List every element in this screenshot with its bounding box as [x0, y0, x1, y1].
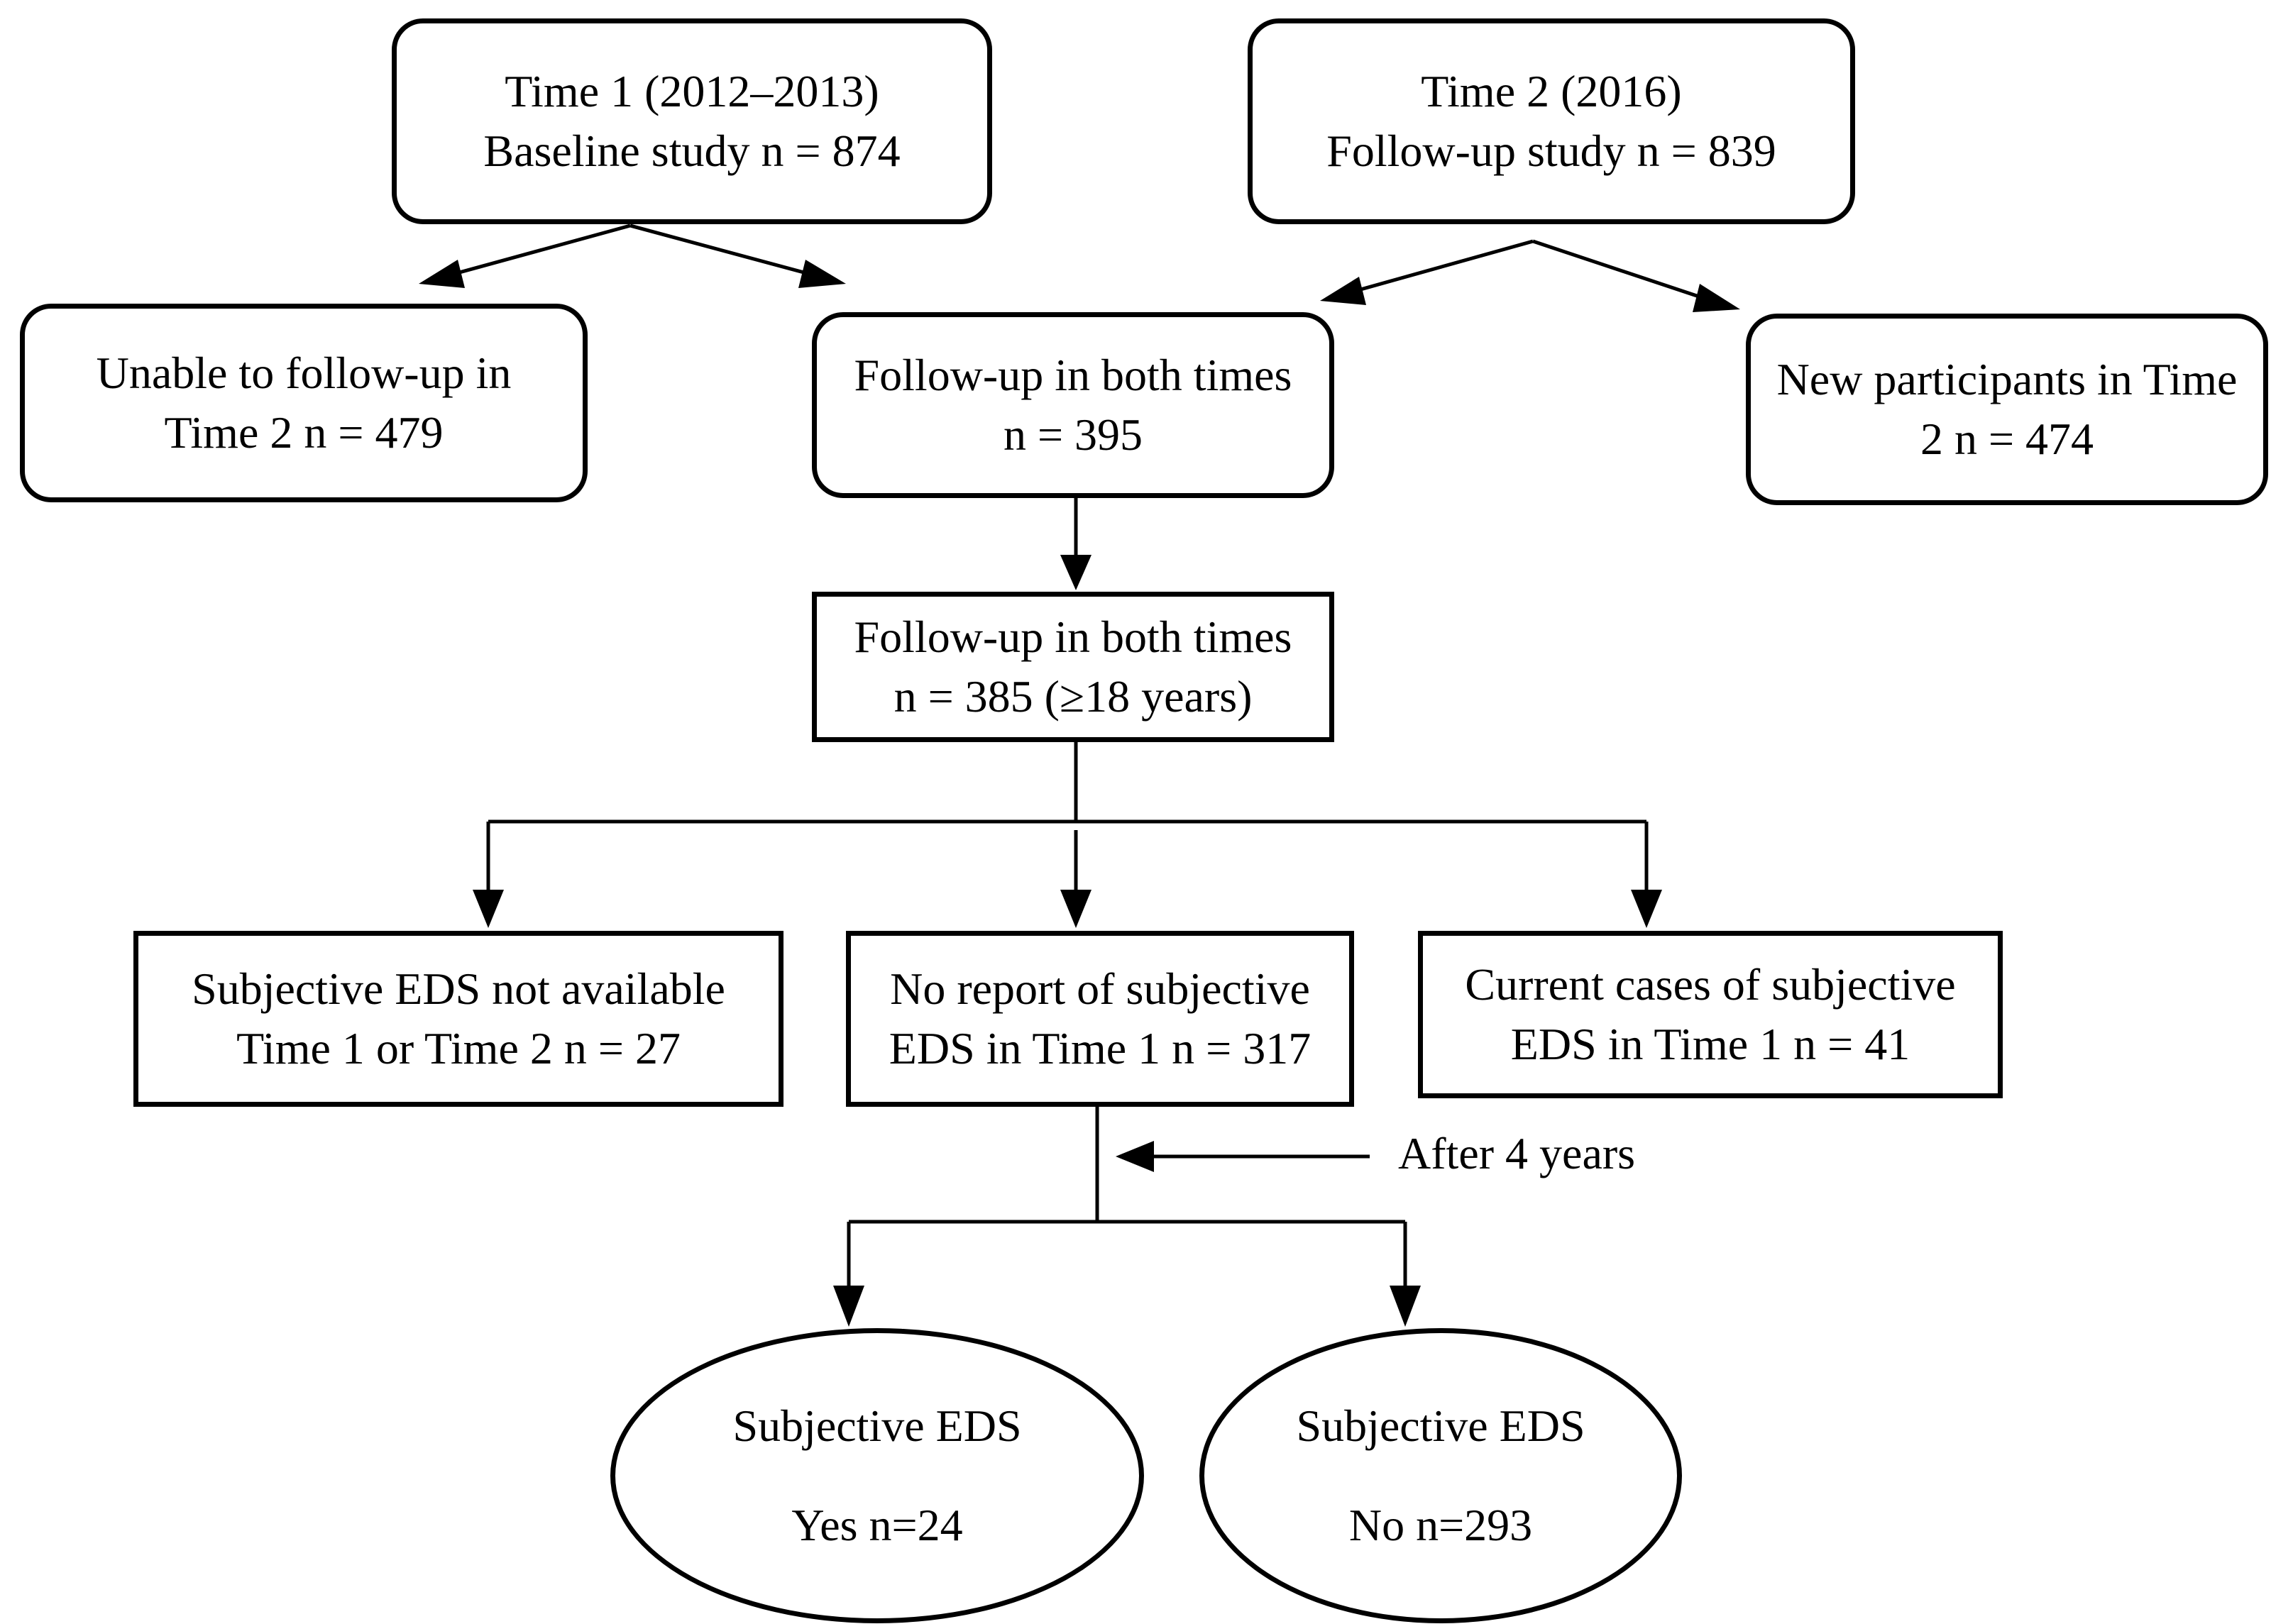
time1-line1: Time 1 (2012–2013): [505, 66, 879, 116]
after-years-label: After 4 years: [1398, 1128, 1636, 1178]
eds-yes-line1: Subjective EDS: [732, 1401, 1022, 1451]
arrowhead-unable: [419, 260, 465, 288]
not-available-line1: Subjective EDS not available: [192, 963, 725, 1014]
no-report-eds-box: No report of subjective EDS in Time 1 n …: [846, 931, 1354, 1107]
followup-both-line2: n = 395: [1003, 409, 1143, 460]
arrowhead-adults: [1060, 555, 1091, 590]
followup-adults-line2: n = 385 (≥18 years): [893, 671, 1253, 722]
connector-time2-to-followup: [1355, 239, 1534, 293]
current-cases-line2: EDS in Time 1 n = 41: [1510, 1019, 1910, 1069]
eds-yes-line2: Yes n=24: [791, 1500, 963, 1550]
arrowhead-followup: [798, 260, 846, 288]
current-cases-box: Current cases of subjective EDS in Time …: [1418, 931, 2003, 1098]
connector-time1-to-followup: [629, 223, 810, 276]
arrowhead-after-years: [1116, 1141, 1154, 1172]
time2-box: Time 2 (2016) Follow-up study n = 839: [1248, 18, 1855, 224]
connector-time1-to-unable: [453, 223, 631, 276]
no-report-line2: EDS in Time 1 n = 317: [889, 1023, 1312, 1073]
time1-box: Time 1 (2012–2013) Baseline study n = 87…: [392, 18, 992, 224]
time2-line1: Time 2 (2016): [1421, 66, 1682, 116]
new-participants-line1: New participants in Time: [1776, 354, 2238, 404]
eds-yes-ellipse: Subjective EDS Yes n=24: [610, 1328, 1144, 1623]
followup-adults-line1: Follow-up in both times: [854, 612, 1292, 662]
followup-adults-box: Follow-up in both times n = 385 (≥18 yea…: [812, 592, 1334, 742]
not-available-line2: Time 1 or Time 2 n = 27: [236, 1023, 681, 1073]
unable-line1: Unable to follow-up in: [96, 348, 512, 398]
arrowhead-followup-from-time2: [1320, 277, 1366, 305]
arrowhead-no-report: [1060, 890, 1091, 928]
arrowhead-current-cases: [1631, 890, 1662, 928]
eds-not-available-box: Subjective EDS not available Time 1 or T…: [133, 931, 783, 1107]
new-participants-box: New participants in Time 2 n = 474: [1746, 314, 2268, 505]
current-cases-line1: Current cases of subjective: [1465, 959, 1956, 1010]
followup-both-line1: Follow-up in both times: [854, 350, 1292, 400]
no-report-line1: No report of subjective: [890, 963, 1310, 1014]
eds-no-ellipse: Subjective EDS No n=293: [1199, 1328, 1682, 1623]
time1-line2: Baseline study n = 874: [483, 126, 901, 176]
eds-no-line2: No n=293: [1348, 1500, 1533, 1550]
arrowhead-new: [1693, 284, 1740, 312]
arrowhead-eds-yes: [833, 1286, 864, 1327]
arrowhead-not-available: [473, 890, 504, 928]
eds-no-line1: Subjective EDS: [1296, 1401, 1585, 1451]
followup-both-box: Follow-up in both times n = 395: [812, 312, 1334, 498]
arrowhead-eds-no: [1390, 1286, 1421, 1327]
new-participants-line2: 2 n = 474: [1920, 414, 2094, 464]
time2-line2: Follow-up study n = 839: [1326, 126, 1776, 176]
unable-line2: Time 2 n = 479: [164, 407, 444, 458]
unable-followup-box: Unable to follow-up in Time 2 n = 479: [20, 304, 588, 502]
connector-time2-to-new: [1532, 239, 1704, 300]
